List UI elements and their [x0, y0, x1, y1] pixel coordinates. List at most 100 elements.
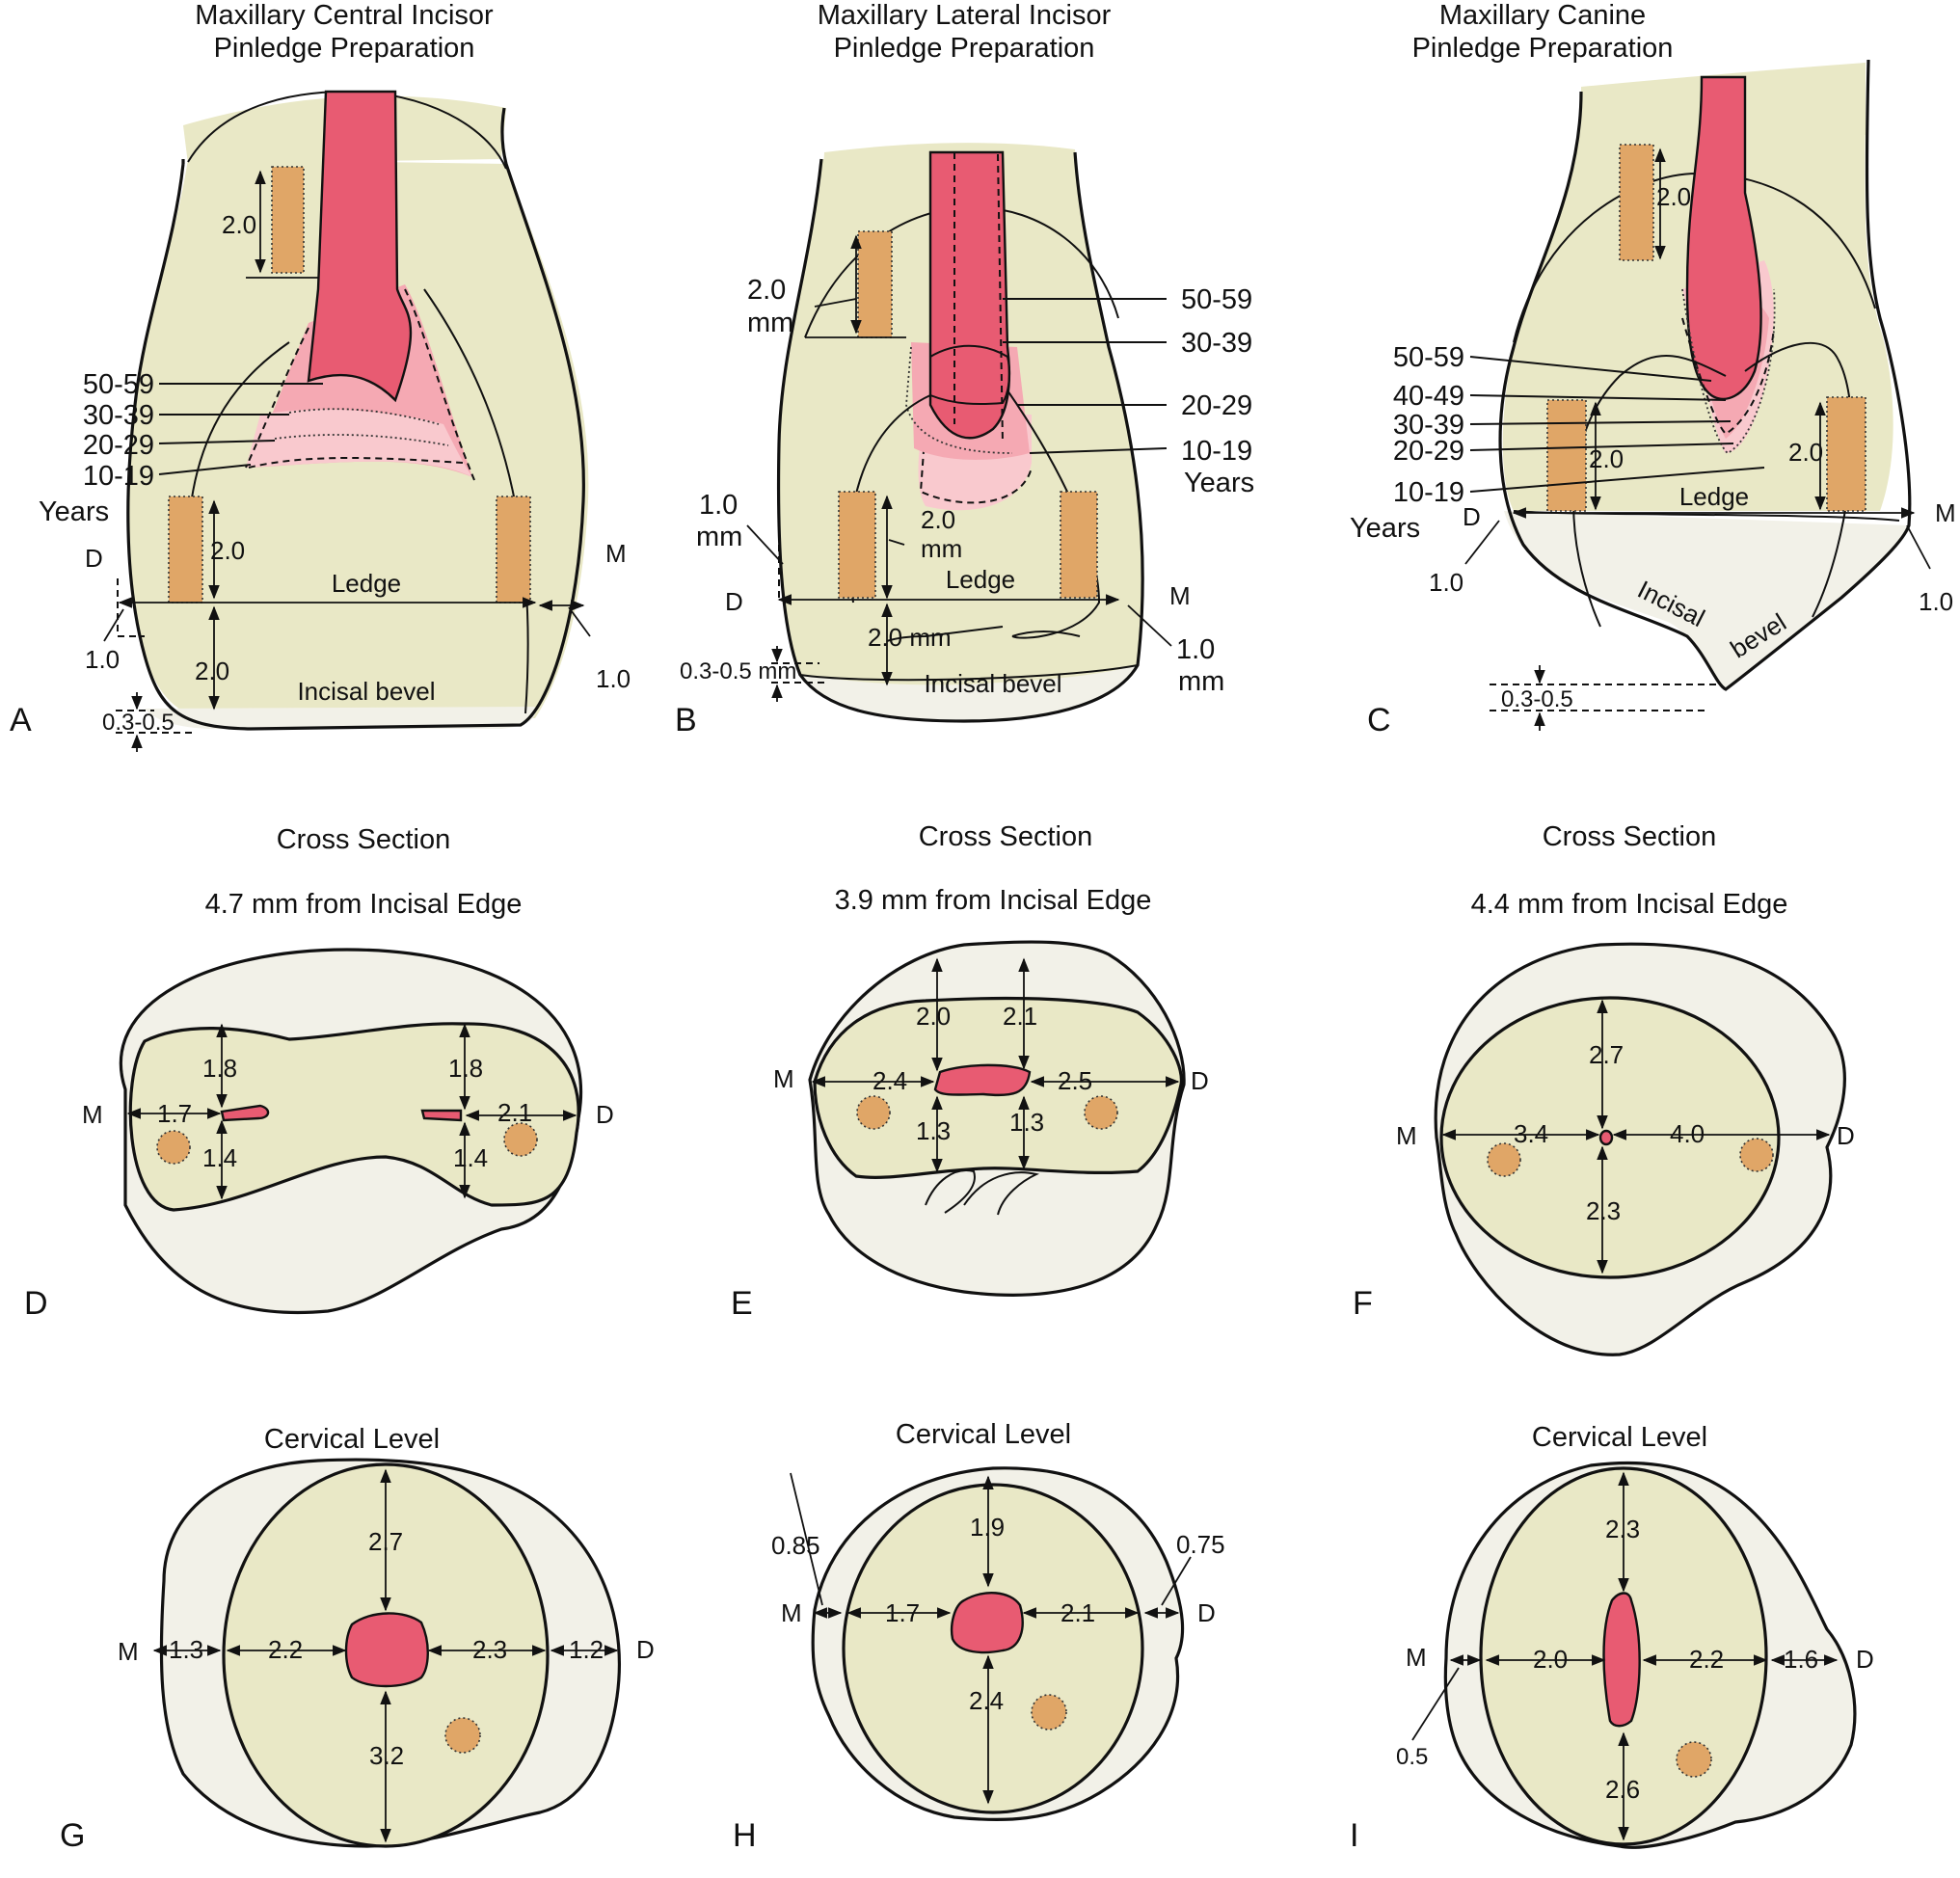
panel-g-m: M — [118, 1637, 139, 1666]
panel-a-line-30 — [288, 408, 440, 425]
panel-i-pinhole — [1676, 1741, 1712, 1778]
panel-f-letter: F — [1353, 1285, 1373, 1322]
panel-c-age-20: 20-29 — [1393, 436, 1464, 467]
panel-d-m: M — [82, 1100, 103, 1129]
panel-c-leader-20 — [1469, 443, 1734, 451]
panel-e-subtitle: 3.9 mm from Incisal Edge — [835, 885, 1152, 916]
panel-d-pinhole-left — [156, 1130, 191, 1165]
panel-i-title: Cervical Level — [1532, 1422, 1707, 1453]
panel-b-bevel-line — [799, 664, 1139, 682]
panel-f-bottom: 2.3 — [1586, 1196, 1621, 1225]
panel-g-enamel-d: 1.2 — [569, 1635, 604, 1664]
panel-f-m: M — [1396, 1121, 1417, 1150]
panel-h-letter: H — [733, 1817, 757, 1854]
panel-f-pinhole-right — [1739, 1138, 1774, 1172]
panel-b-pinhole-top — [857, 230, 893, 338]
panel-a-pulp-wall-d — [245, 327, 309, 469]
panel-b-mm4: mm — [1178, 666, 1224, 697]
panel-e: Cross Section 3.9 mm from Incisal Edge 2… — [731, 821, 1209, 1322]
panel-c-leader-30 — [1469, 420, 1732, 425]
panel-h-pulp — [951, 1592, 1024, 1654]
panel-i-enamel-m: 0.5 — [1396, 1744, 1428, 1770]
panel-d-left-bottom: 1.4 — [202, 1143, 237, 1172]
panel-h-bottom: 2.4 — [969, 1686, 1004, 1715]
panel-c-m-margin-leader — [1906, 524, 1931, 570]
panel-i-bottom: 2.6 — [1605, 1775, 1640, 1804]
panel-a-age-10: 10-19 — [83, 461, 154, 492]
panel-f-subtitle: 4.4 mm from Incisal Edge — [1471, 889, 1788, 920]
panel-a: Maxillary Central Incisor Pinledge Prepa… — [10, 0, 631, 752]
panel-b-d: D — [725, 587, 743, 616]
panel-e-d: D — [1191, 1066, 1209, 1095]
panel-e-top-right: 2.1 — [1003, 1002, 1037, 1031]
panel-b-title-line1: Maxillary Lateral Incisor — [818, 0, 1112, 31]
panel-e-bottom-left: 1.3 — [916, 1116, 951, 1145]
panel-c-ledge-pin-d: 2.0 — [1589, 444, 1624, 473]
panel-i-m: M — [1406, 1643, 1427, 1672]
panel-a-ledge-label: Ledge — [332, 569, 401, 598]
panel-b-d-margin-leader — [746, 524, 784, 565]
panel-a-bevel-dist: 2.0 — [195, 657, 229, 685]
panel-h-pinhole — [1031, 1694, 1067, 1730]
panel-a-leader-10 — [158, 464, 252, 475]
panel-a-bevel-range: 0.3-0.5 — [102, 710, 175, 736]
panel-g-d: D — [636, 1635, 655, 1664]
panel-b-pinhole-m — [1060, 491, 1098, 599]
panel-c-leader-50 — [1469, 356, 1712, 382]
panel-f-side-d: 4.0 — [1670, 1119, 1705, 1148]
panel-a-age-30: 30-39 — [83, 400, 154, 431]
panel-a-letter: A — [10, 702, 32, 738]
panel-d-dentin-outline — [128, 1022, 580, 1212]
panel-b-labial-curve-m — [1007, 389, 1101, 639]
panel-c-age-40: 40-49 — [1393, 381, 1464, 412]
panel-a-age-20: 20-29 — [83, 430, 154, 461]
panel-g: Cervical Level 2.7 1.3 2.2 2.3 1.2 3.2 M… — [60, 1424, 655, 1854]
panel-i-pulp — [1602, 1592, 1641, 1728]
panel-a-outline — [126, 107, 585, 731]
panel-a-pinhole-top — [271, 166, 305, 274]
panel-c-ledge-label: Ledge — [1679, 482, 1749, 511]
panel-b-wave2 — [1011, 630, 1081, 637]
panel-a-m-margin-leader — [568, 606, 591, 637]
panel-d-letter: D — [24, 1285, 48, 1322]
panel-f-title: Cross Section — [1543, 821, 1717, 852]
panel-e-pinhole-right — [1084, 1095, 1118, 1130]
panel-i-side-m: 2.0 — [1533, 1645, 1568, 1674]
panel-e-title: Cross Section — [919, 821, 1093, 852]
panel-a-leader-20 — [158, 440, 276, 444]
panel-a-incisal-enamel — [145, 707, 536, 730]
panel-f-outline — [1434, 942, 1846, 1356]
panel-c-bevel-range: 0.3-0.5 — [1501, 686, 1573, 712]
panel-c-d: D — [1463, 502, 1481, 531]
panel-e-letter: E — [731, 1285, 753, 1322]
panel-d-left-side: 1.7 — [157, 1099, 192, 1128]
panel-a-title-line2: Pinledge Preparation — [214, 33, 475, 64]
panel-b-pulp-wall-m — [997, 153, 1004, 444]
panel-b-m-margin: 1.0 — [1176, 634, 1215, 665]
panel-d-pulp-left — [220, 1104, 270, 1122]
panel-d-right-top: 1.8 — [448, 1054, 483, 1083]
panel-a-d-margin: 1.0 — [85, 645, 120, 674]
panel-g-dentin-outline — [222, 1462, 550, 1848]
panel-g-enamel-m: 1.3 — [169, 1635, 203, 1664]
panel-b-title-line2: Pinledge Preparation — [834, 33, 1095, 64]
panel-i-enamel-m-leader — [1411, 1667, 1460, 1741]
panel-e-pinhole-left — [856, 1095, 891, 1130]
panel-b-age-20: 20-29 — [1181, 390, 1252, 421]
panel-e-top-left: 2.0 — [916, 1002, 951, 1031]
panel-b-m: M — [1169, 581, 1191, 610]
panel-c-pin-depth: 2.0 — [1656, 182, 1691, 211]
panel-c-pinhole-top — [1619, 144, 1654, 261]
panel-b-leader-10 — [1029, 447, 1168, 454]
panel-f-pulp — [1598, 1129, 1614, 1146]
panel-b: Maxillary Lateral Incisor Pinledge Prepa… — [675, 0, 1254, 738]
panel-f: Cross Section 4.4 mm from Incisal Edge 2… — [1353, 821, 1855, 1356]
panel-b-mm2: mm — [696, 522, 742, 552]
panel-c-pulp — [1685, 75, 1762, 400]
panel-c-line-40 — [1681, 317, 1775, 436]
panel-g-outline — [159, 1458, 621, 1848]
panel-h-enamel-d: 0.75 — [1176, 1530, 1225, 1559]
panel-c-m: M — [1935, 498, 1956, 527]
panel-a-incisal-bevel: Incisal bevel — [297, 677, 435, 706]
